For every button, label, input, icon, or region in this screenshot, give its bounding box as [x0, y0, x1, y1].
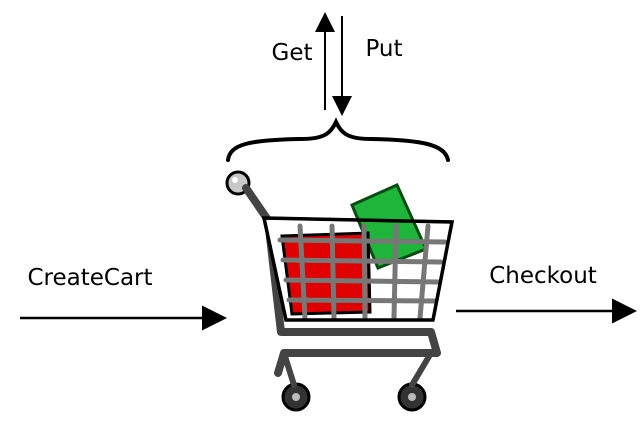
front-wheel-hub: [408, 393, 416, 401]
shopping-cart-icon: [227, 172, 452, 410]
wheel-supports: [284, 353, 431, 385]
curly-brace: [228, 122, 448, 160]
create-cart-label: CreateCart: [27, 265, 152, 291]
get-label: Get: [272, 40, 313, 66]
get-put-arrows: [325, 16, 342, 112]
put-label: Put: [365, 36, 402, 62]
checkout-label: Checkout: [489, 263, 597, 289]
rear-wheel-hub: [292, 393, 300, 401]
cart-handle-highlight: [232, 177, 238, 183]
